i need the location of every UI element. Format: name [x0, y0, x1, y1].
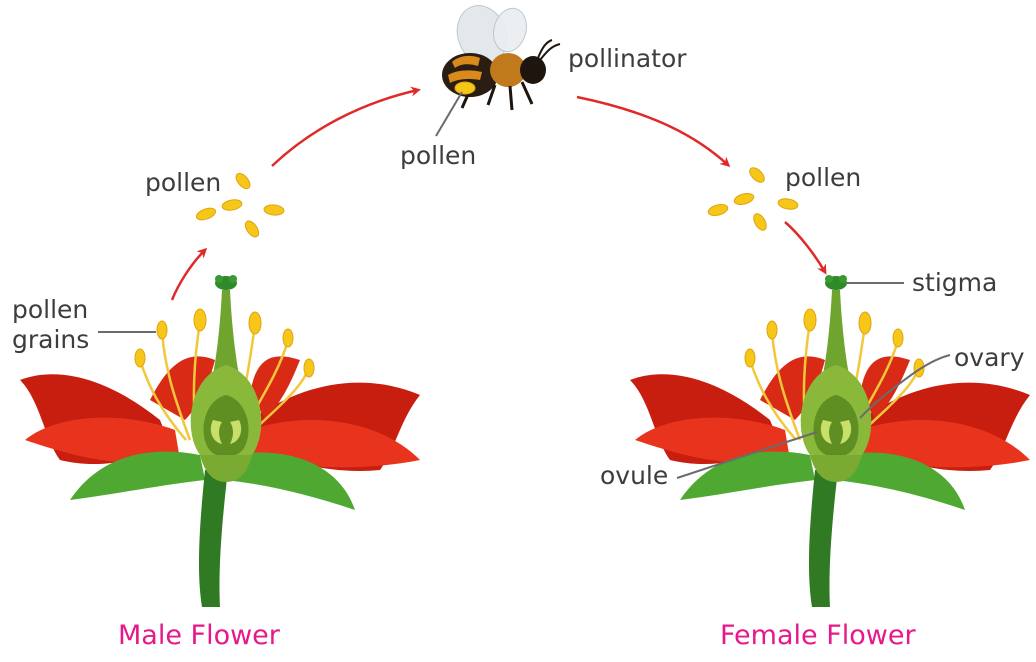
bee-icon	[442, 0, 560, 110]
label-pollen-grains-line2: grains	[12, 325, 89, 354]
label-pollen-left: pollen	[145, 168, 221, 197]
arrow-pollen-to-stigma	[785, 222, 825, 272]
label-pollinator: pollinator	[568, 44, 687, 73]
label-pollen-right: pollen	[785, 163, 861, 192]
caption-female-flower: Female Flower	[720, 620, 916, 652]
label-ovule: ovule	[600, 461, 668, 490]
arrow-anther-to-pollen	[172, 250, 205, 300]
label-stigma: stigma	[912, 268, 997, 297]
label-ovary: ovary	[954, 343, 1024, 372]
flow-arrows	[172, 90, 825, 300]
female-flower	[630, 275, 1030, 607]
label-pollen-bee: pollen	[400, 141, 476, 170]
arrow-bee-to-pollen	[577, 97, 728, 165]
arrow-pollen-to-bee	[272, 90, 418, 166]
label-pollen-grains-line1: pollen	[12, 295, 88, 324]
leader-bee-pollen	[436, 92, 462, 136]
caption-male-flower: Male Flower	[118, 620, 280, 652]
